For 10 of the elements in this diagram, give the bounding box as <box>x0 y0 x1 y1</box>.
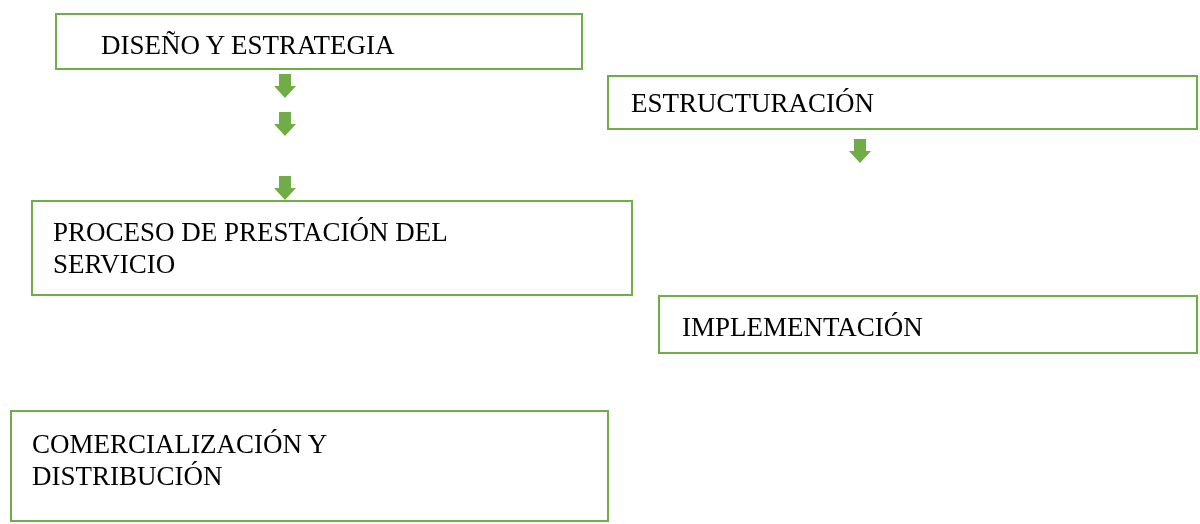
box-label: PROCESO DE PRESTACIÓN DEL SERVICIO <box>53 216 448 280</box>
process-box <box>31 200 633 296</box>
process-box <box>658 295 1198 354</box>
process-box <box>55 13 583 70</box>
box-label: DISEÑO Y ESTRATEGIA <box>101 29 396 61</box>
process-box <box>607 75 1198 130</box>
box-label: IMPLEMENTACIÓN <box>682 311 924 343</box>
box-label: ESTRUCTURACIÓN <box>631 87 875 119</box>
process-box <box>10 410 609 522</box>
box-label: COMERCIALIZACIÓN Y DISTRIBUCIÓN <box>32 428 328 492</box>
